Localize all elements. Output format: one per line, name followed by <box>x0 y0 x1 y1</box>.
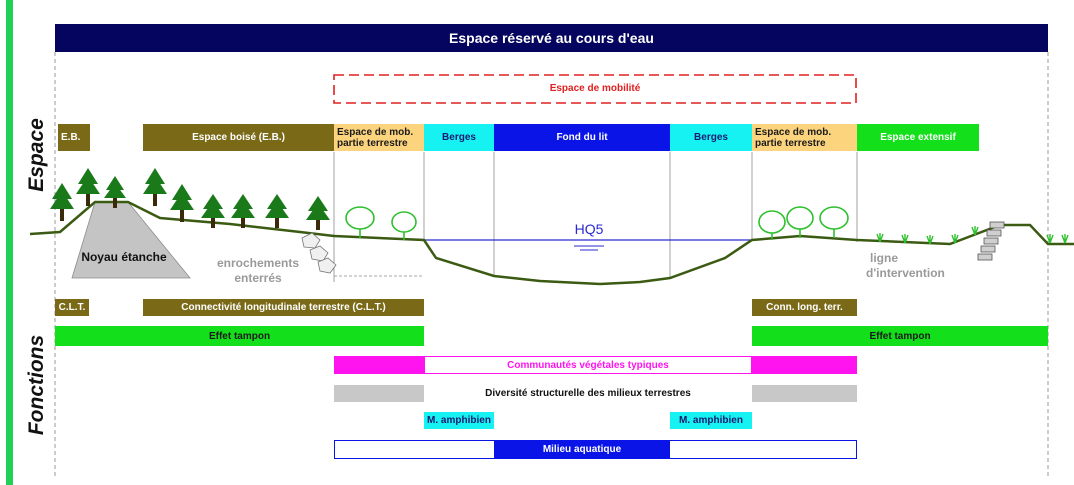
clt-short-box: C.L.T. <box>55 299 89 316</box>
diversite-box: Diversité structurelle des milieux terre… <box>424 385 752 402</box>
clt-long-box: Connectivité longitudinale terrestre (C.… <box>143 299 424 316</box>
effet-tampon-right-box: Effet tampon <box>752 326 1048 346</box>
noyau-etanche-label: Noyau étanche <box>81 250 167 264</box>
communautes-left-fill <box>334 356 424 374</box>
aquatique-box: Milieu aquatique <box>494 440 670 459</box>
communautes-right-fill <box>752 356 857 374</box>
berges-left-box: Berges <box>424 124 494 151</box>
noyau-etanche-shape <box>71 201 191 279</box>
diversite-left-fill <box>334 385 424 402</box>
enrochement-rocks <box>301 232 337 274</box>
mobility-space-label: Espace de mobilité <box>549 82 641 94</box>
mob-right-box: Espace de mob. partie terrestre <box>752 124 857 151</box>
conn-long-box: Conn. long. terr. <box>752 299 857 316</box>
enrochements-label-1: enrochements <box>217 256 299 270</box>
diversite-right-fill <box>752 385 857 402</box>
light-shrubs <box>345 206 849 240</box>
fond-du-lit-box: Fond du lit <box>494 124 670 151</box>
right-step-blocks <box>977 221 1005 261</box>
effet-tampon-left-box: Effet tampon <box>55 326 424 346</box>
left-accent-bar <box>6 0 13 485</box>
grass-tufts <box>876 226 1069 245</box>
diagram-title: Espace réservé au cours d'eau <box>55 24 1048 52</box>
ligne-label-2: d'intervention <box>866 266 945 280</box>
mobility-space-box <box>333 74 857 104</box>
eb-short-box: E.B. <box>58 124 90 151</box>
communautes-box: Communautés végétales typiques <box>424 356 752 374</box>
amphibien-left-box: M. amphibien <box>424 412 494 429</box>
berges-right-box: Berges <box>670 124 752 151</box>
espace-boise-box: Espace boisé (E.B.) <box>143 124 334 151</box>
column-lines <box>333 152 858 282</box>
ligne-label-1: ligne <box>870 251 898 265</box>
mob-left-box: Espace de mob. partie terrestre <box>334 124 424 151</box>
enrochements-label-2: enterrés <box>234 271 282 285</box>
dark-trees <box>50 168 330 230</box>
ground-profile <box>29 200 1074 286</box>
hq5-label: HQ5 <box>575 221 604 237</box>
amphibien-right-box: M. amphibien <box>670 412 752 429</box>
espace-extensif-box: Espace extensif <box>857 124 979 151</box>
